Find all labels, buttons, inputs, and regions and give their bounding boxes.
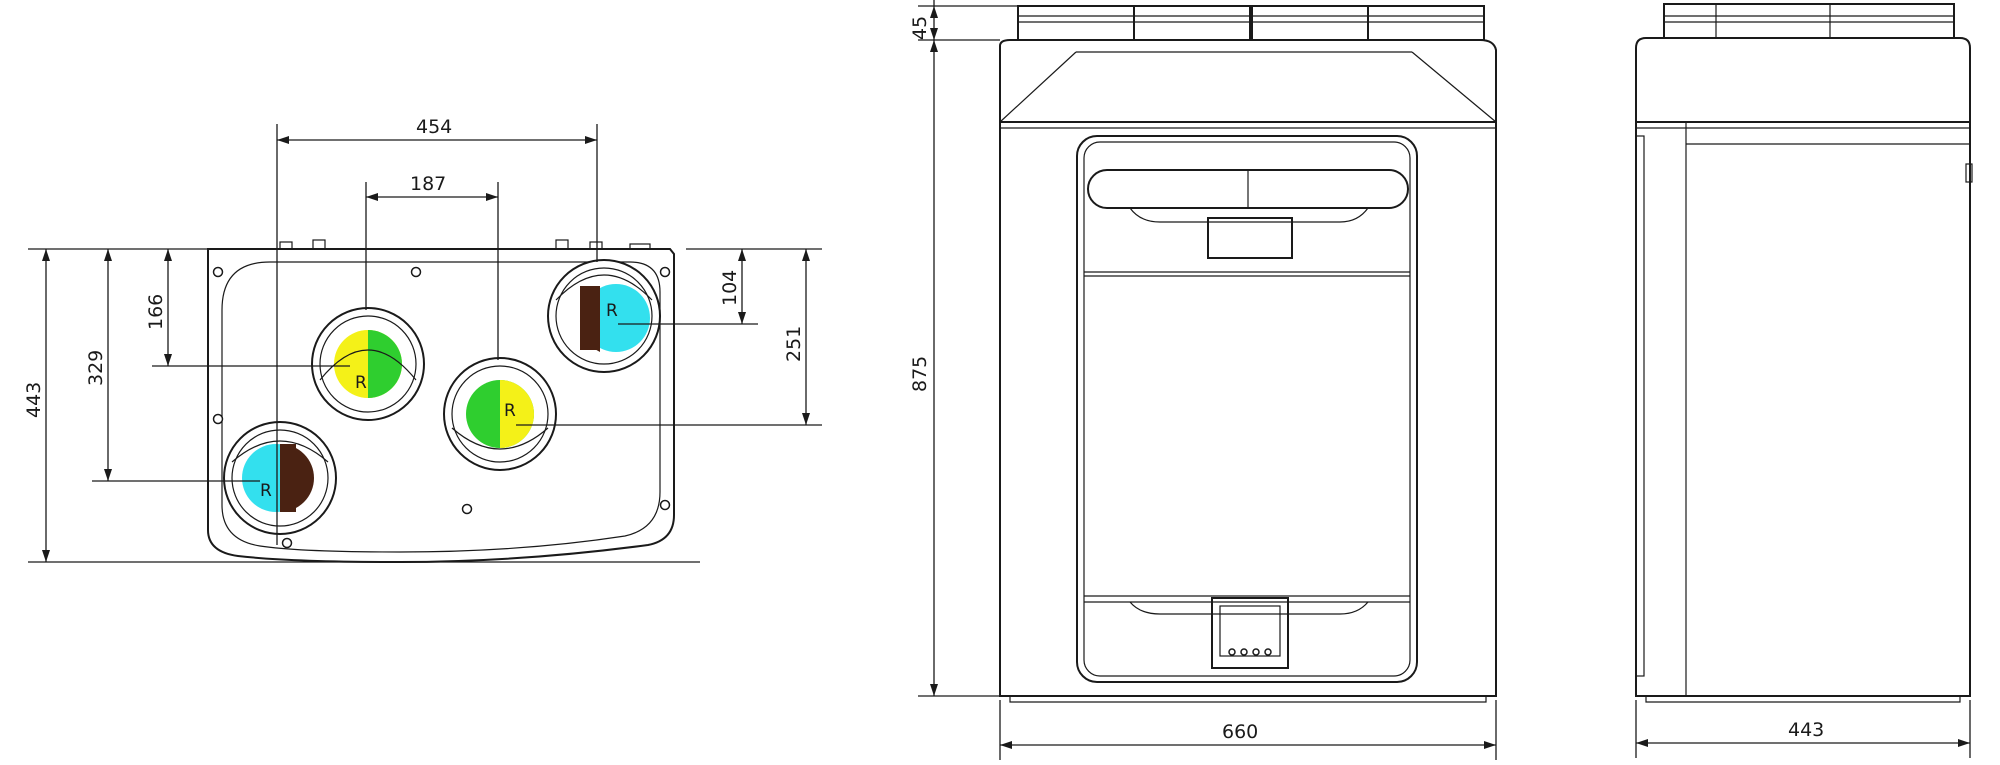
port-upper-left: R — [311, 307, 425, 421]
top-view-inner-tray — [221, 261, 661, 553]
dimension-454: 454 — [276, 116, 598, 545]
front-door-inner — [1083, 141, 1411, 677]
dimension-label: 443 — [23, 382, 45, 418]
dimension-251: 251 — [516, 248, 822, 426]
dimension-187: 187 — [365, 173, 499, 360]
dimension-104: 104 — [618, 249, 758, 325]
port-label: R — [606, 301, 618, 321]
port-middle: R — [443, 357, 557, 471]
screw — [659, 266, 671, 278]
port-lower-left: R — [223, 421, 337, 535]
top-tab — [279, 241, 293, 250]
dimension-label: 454 — [416, 116, 452, 138]
dimension-443-top: 443 — [23, 248, 700, 563]
side-spigot — [1663, 3, 1955, 39]
port-fill-half — [368, 330, 402, 398]
screw — [461, 503, 473, 515]
spigot — [1133, 5, 1251, 41]
spigot — [1367, 5, 1485, 41]
dimension-label: 45 — [909, 16, 931, 40]
port-fill-half — [500, 380, 534, 448]
dimension-166: 166 — [145, 249, 350, 367]
screw — [410, 266, 422, 278]
dimension-329: 329 — [85, 249, 260, 482]
port-label: R — [260, 481, 272, 501]
side-top-cap — [1635, 37, 1971, 123]
front-door-panel — [1076, 135, 1418, 683]
dimension-443-side: 443 — [1635, 700, 1971, 758]
port-label: R — [504, 401, 516, 421]
port-upper-right: R — [547, 259, 661, 373]
front-view: 45 875 660 — [909, 0, 1497, 760]
spigot — [1017, 5, 1135, 41]
dimension-label: 187 — [410, 173, 446, 195]
dimension-875: 875 — [909, 40, 1000, 697]
dimension-label: 443 — [1788, 719, 1824, 741]
top-tab — [555, 239, 569, 250]
dimension-label: 104 — [719, 270, 741, 306]
screw — [281, 537, 293, 549]
door-latch-bottom — [1211, 597, 1289, 669]
door-latch-top — [1207, 217, 1293, 259]
top-tab — [312, 239, 326, 250]
screw — [212, 413, 224, 425]
dimension-label: 251 — [783, 326, 805, 362]
port-label: R — [355, 373, 367, 393]
top-tab — [629, 243, 651, 250]
side-view: 443 — [1635, 3, 1973, 758]
screw — [659, 499, 671, 511]
dimension-45: 45 — [909, 0, 1018, 41]
dimension-label: 166 — [145, 294, 167, 330]
dimension-label: 875 — [909, 356, 931, 392]
top-view: R R R R — [23, 116, 822, 564]
top-tab — [589, 241, 603, 250]
front-top-cap — [999, 39, 1497, 123]
dimension-label: 660 — [1222, 721, 1258, 743]
dimension-660: 660 — [999, 700, 1497, 760]
screw — [212, 266, 224, 278]
spigot — [1251, 5, 1369, 41]
dimension-label: 329 — [85, 350, 107, 386]
